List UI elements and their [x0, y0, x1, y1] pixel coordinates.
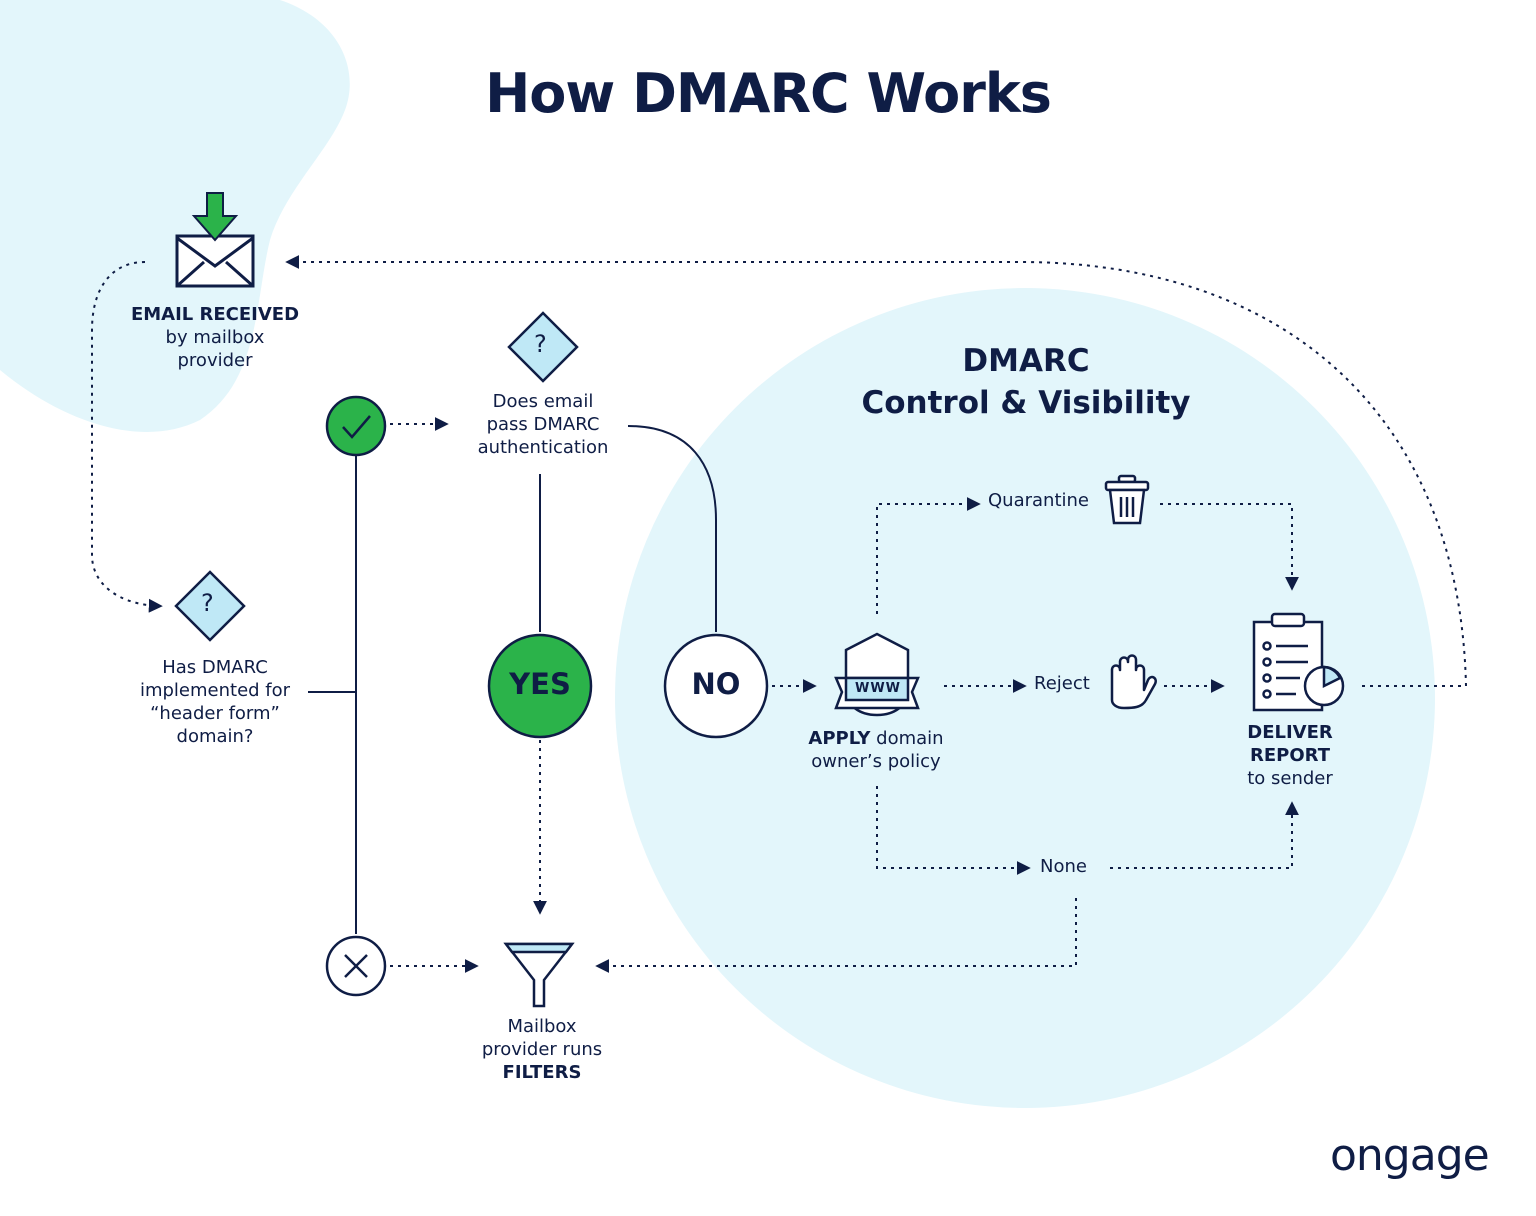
question-diamond-icon-top: [507, 311, 579, 383]
does-pass-line3: authentication: [477, 437, 609, 458]
quarantine-label: Quarantine: [988, 490, 1089, 511]
does-pass-line2: pass DMARC: [486, 414, 600, 435]
ongage-logo: ongage: [1330, 1130, 1490, 1181]
reject-label: Reject: [1034, 673, 1090, 694]
section-title: DMARC Control & Visibility: [826, 340, 1226, 424]
has-dmarc-line4: domain?: [176, 726, 254, 747]
email-received-title: EMAIL RECEIVED: [130, 304, 300, 325]
has-dmarc-line2: implemented for: [139, 680, 291, 701]
does-pass-line1: Does email: [492, 391, 594, 412]
section-title-line1: DMARC: [962, 343, 1090, 379]
apply-policy-label: APPLY domain owner’s policy: [786, 727, 966, 773]
x-circle-icon: [325, 935, 387, 997]
solid-connectors: [308, 425, 717, 934]
trash-icon: [1104, 474, 1150, 525]
question-mark-top: ?: [534, 330, 547, 358]
funnel-icon: [503, 942, 575, 1008]
deliver-report-line3: to sender: [1247, 768, 1333, 789]
deliver-report-line1: DELIVER: [1247, 722, 1333, 743]
check-circle-icon: [325, 395, 387, 457]
has-dmarc-line3: “header form”: [150, 703, 280, 724]
filters-line2: provider runs: [481, 1039, 603, 1060]
no-label: NO: [691, 667, 741, 701]
hand-stop-icon: [1110, 654, 1157, 710]
no-circle: [663, 633, 769, 739]
section-title-line2: Control & Visibility: [861, 385, 1191, 421]
filters-line1: Mailbox: [507, 1016, 577, 1037]
has-dmarc-label: Has DMARC implemented for “header form” …: [115, 656, 315, 748]
question-diamond-icon-left: [174, 570, 246, 642]
deliver-report-label: DELIVER REPORT to sender: [1210, 721, 1370, 790]
top-left-blob: [0, 0, 350, 432]
filters-label: Mailbox provider runs FILTERS: [452, 1015, 632, 1084]
yes-label: YES: [509, 667, 571, 701]
deliver-report-line2: REPORT: [1250, 745, 1330, 766]
apply-policy-line1: APPLY domain: [808, 728, 944, 749]
filters-line3: FILTERS: [502, 1062, 582, 1083]
apply-policy-line2: owner’s policy: [811, 751, 941, 772]
dotted-connectors: [91, 255, 1468, 973]
shield-www-icon: [834, 632, 920, 717]
email-received-line2: by mailbox: [165, 327, 265, 348]
www-text: WWW: [854, 681, 902, 696]
email-download-icon: [175, 192, 255, 288]
page-title: How DMARC Works: [485, 62, 1052, 125]
has-dmarc-line1: Has DMARC: [162, 657, 268, 678]
none-label: None: [1040, 856, 1087, 877]
email-received-label: EMAIL RECEIVED by mailbox provider: [115, 303, 315, 372]
clipboard-report-icon: [1252, 612, 1345, 712]
email-received-line3: provider: [177, 350, 253, 371]
yes-circle: [487, 633, 593, 739]
does-pass-label: Does email pass DMARC authentication: [453, 390, 633, 459]
control-visibility-circle: [615, 288, 1435, 1108]
question-mark-left: ?: [201, 589, 214, 617]
